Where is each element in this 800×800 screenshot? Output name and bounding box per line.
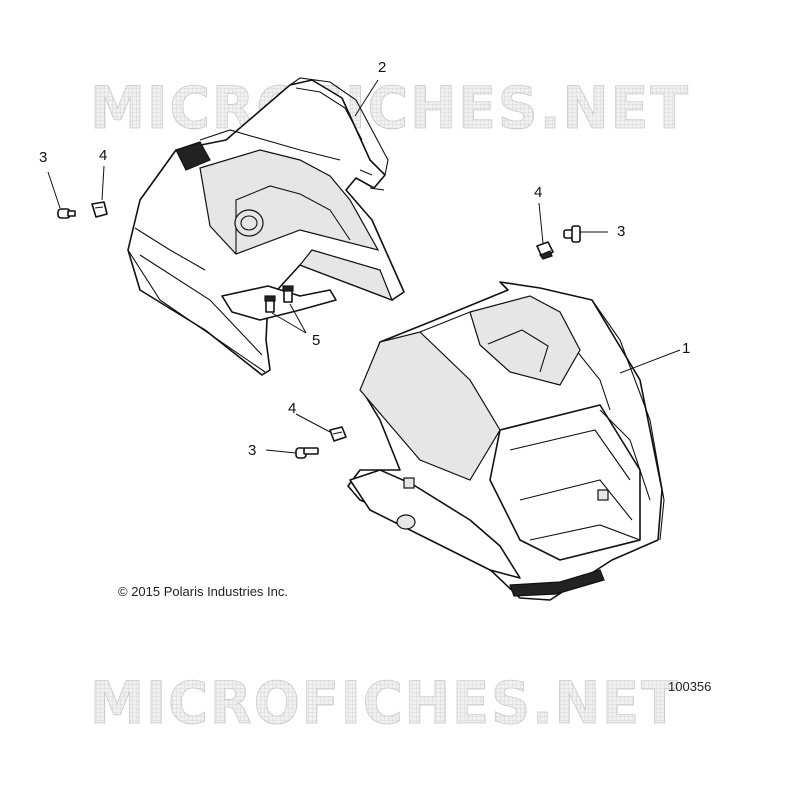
leader-5b xyxy=(289,303,307,334)
watermark-top: MICROFICHES.NET xyxy=(90,74,690,142)
part-2-upper-console xyxy=(127,77,405,376)
callout-4: 4 xyxy=(534,184,542,201)
screw-3-middle xyxy=(295,447,319,459)
leader-3c xyxy=(265,449,297,454)
screw-3-left xyxy=(57,208,76,219)
clip-4-middle xyxy=(329,426,347,442)
watermark-bottom: MICROFICHES.NET xyxy=(90,669,680,737)
pin-5 xyxy=(264,285,294,313)
copyright-notice: © 2015 Polaris Industries Inc. xyxy=(118,584,288,599)
callout-4: 4 xyxy=(288,400,296,417)
callout-5: 5 xyxy=(312,332,320,349)
clip-4-left xyxy=(91,201,108,218)
leader-2 xyxy=(354,79,379,117)
leader-4a xyxy=(101,165,105,201)
callout-3: 3 xyxy=(248,442,256,459)
part-1-lower-console xyxy=(347,281,665,601)
leader-5a xyxy=(271,312,307,334)
screw-3-right xyxy=(563,225,581,243)
leader-1 xyxy=(619,349,681,374)
leader-4b xyxy=(538,202,544,244)
callout-3: 3 xyxy=(617,223,625,240)
callout-3: 3 xyxy=(39,149,47,166)
diagram-number: 100356 xyxy=(668,679,712,694)
callout-1: 1 xyxy=(682,340,690,357)
leader-4c xyxy=(295,413,331,433)
callout-4: 4 xyxy=(99,147,107,164)
leader-3a xyxy=(47,171,61,209)
callout-2: 2 xyxy=(378,59,386,76)
clip-4-right xyxy=(536,241,554,260)
